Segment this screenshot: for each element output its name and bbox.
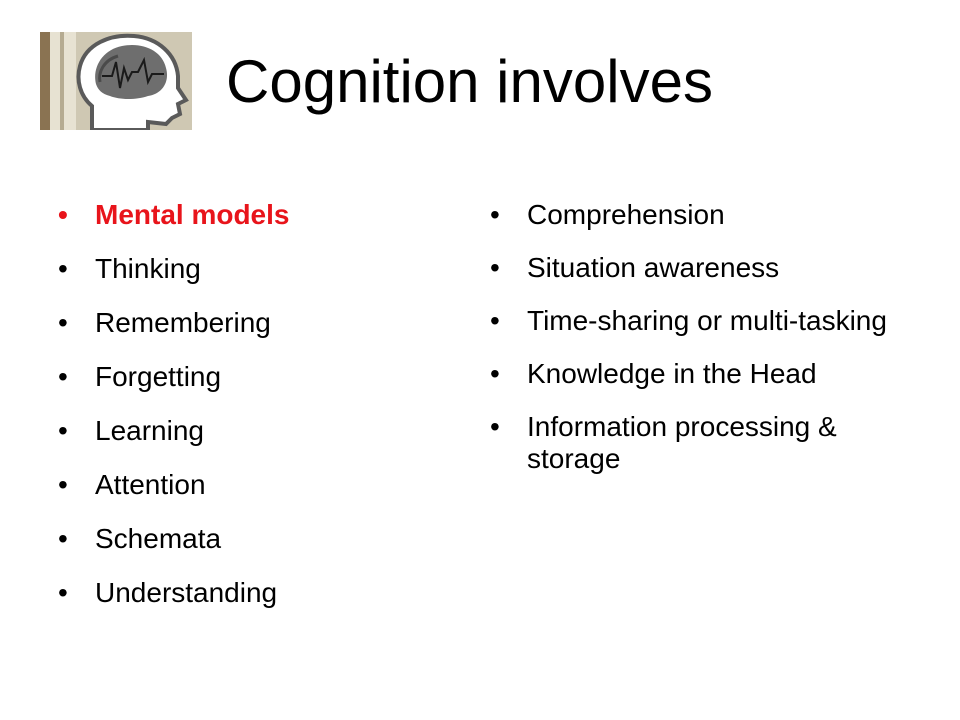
list-item: • Learning: [58, 415, 388, 447]
bullet-icon: •: [58, 199, 68, 230]
list-item: • Forgetting: [58, 361, 388, 393]
bullet-icon: •: [490, 411, 500, 442]
list-item: • Mental models: [58, 199, 388, 231]
list-item-label: Remembering: [95, 307, 271, 338]
list-item-label: Information processing & storage: [527, 411, 837, 474]
list-item-label: Knowledge in the Head: [527, 358, 817, 389]
list-item-label: Thinking: [95, 253, 201, 284]
list-item: • Information processing & storage: [490, 411, 910, 475]
list-item-label: Understanding: [95, 577, 278, 608]
list-item-label: Situation awareness: [527, 252, 780, 283]
list-item-label: Forgetting: [95, 361, 222, 392]
list-item-label: Mental models: [95, 199, 290, 230]
left-bullet-list: • Mental models • Thinking • Remembering…: [58, 199, 388, 631]
list-item: • Schemata: [58, 523, 388, 555]
list-item-label: Time-sharing or multi-tasking: [527, 305, 887, 336]
list-item: • Attention: [58, 469, 388, 501]
list-item: • Knowledge in the Head: [490, 358, 910, 390]
list-item: • Situation awareness: [490, 252, 910, 284]
bullet-icon: •: [490, 252, 500, 283]
bullet-icon: •: [490, 358, 500, 389]
list-item-label: Comprehension: [527, 199, 725, 230]
list-item-label: Learning: [95, 415, 204, 446]
list-item: • Understanding: [58, 577, 388, 609]
bullet-icon: •: [58, 577, 68, 608]
right-bullet-list: • Comprehension • Situation awareness • …: [490, 199, 910, 496]
list-item: • Remembering: [58, 307, 388, 339]
bullet-icon: •: [58, 307, 68, 338]
bullet-icon: •: [58, 415, 68, 446]
list-item: • Time-sharing or multi-tasking: [490, 305, 910, 337]
bullet-icon: •: [58, 253, 68, 284]
bullet-icon: •: [490, 305, 500, 336]
bullet-icon: •: [490, 199, 500, 230]
list-item: • Comprehension: [490, 199, 910, 231]
list-item-label: Attention: [95, 469, 206, 500]
slide-title: Cognition involves: [226, 48, 713, 115]
head-brain-icon: [40, 32, 192, 130]
list-item-label: Schemata: [95, 523, 222, 554]
list-item: • Thinking: [58, 253, 388, 285]
bullet-icon: •: [58, 469, 68, 500]
bullet-icon: •: [58, 361, 68, 392]
bullet-icon: •: [58, 523, 68, 554]
